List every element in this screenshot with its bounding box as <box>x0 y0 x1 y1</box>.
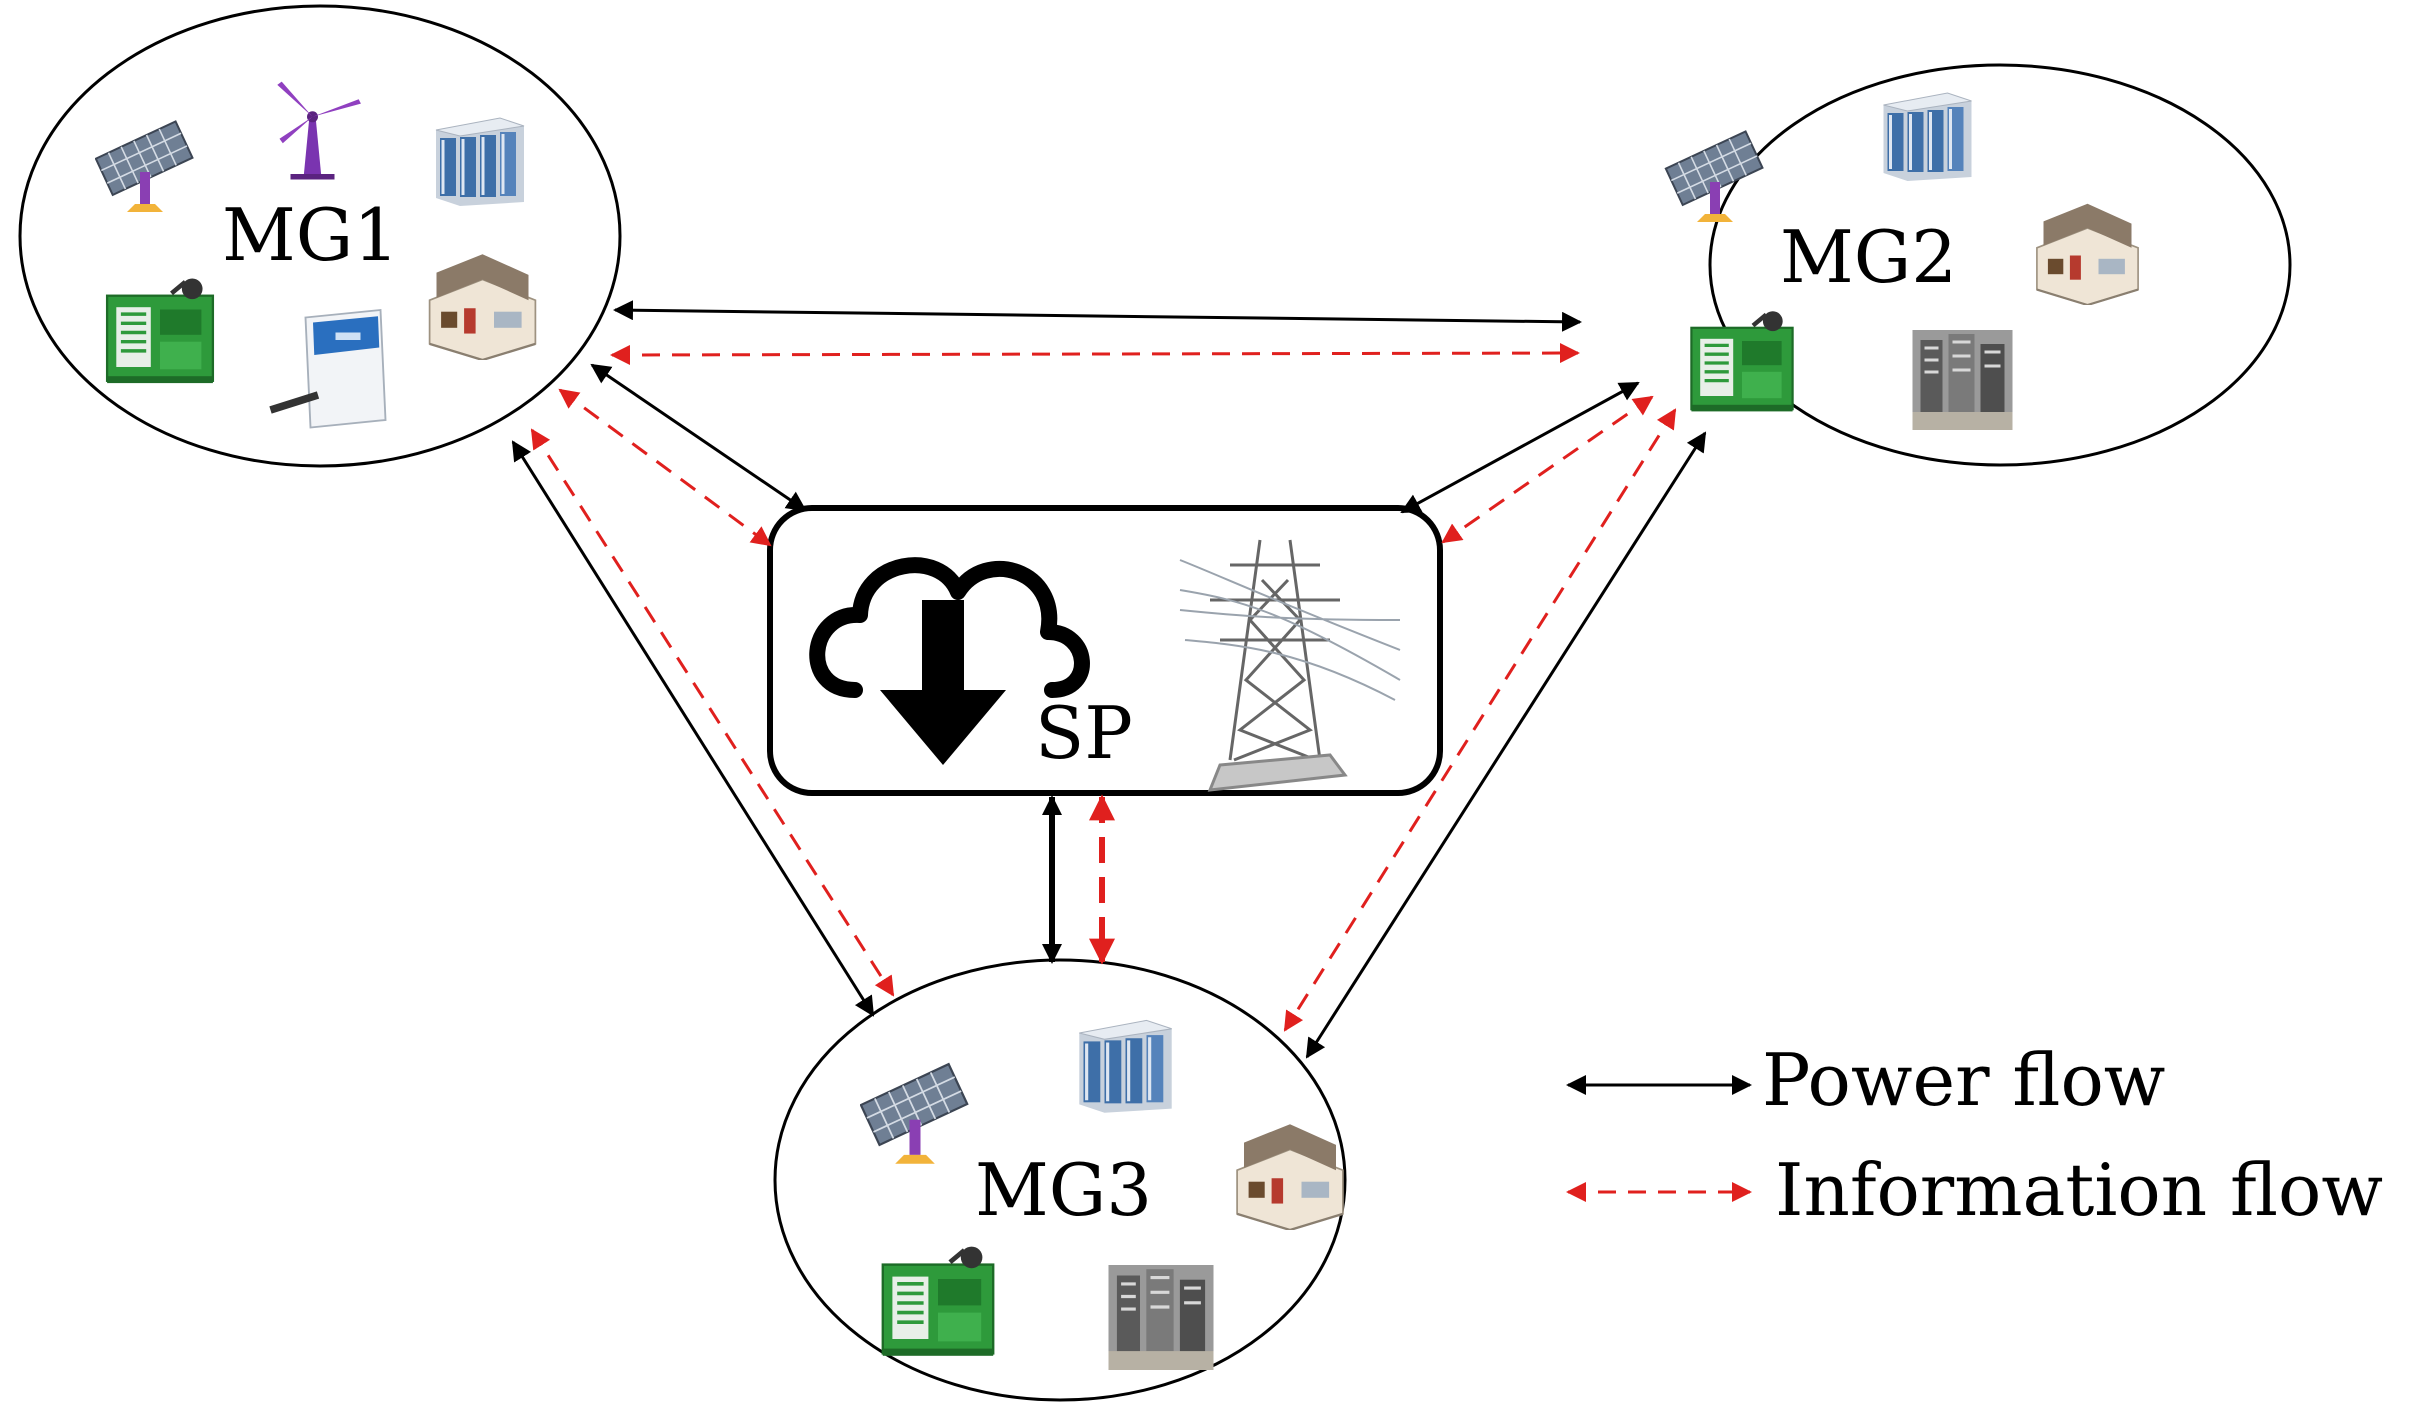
mg1-boundary <box>18 4 622 468</box>
info-arrow-mg2-sp <box>1441 395 1654 544</box>
solar-panel-icon <box>860 1062 969 1165</box>
mg1-label: MG1 <box>222 193 399 277</box>
mg2-boundary <box>1708 63 2292 467</box>
diesel-generator-icon <box>883 1247 993 1356</box>
house-load-icon <box>2035 202 2140 305</box>
information-flow-arrows <box>530 343 1677 1032</box>
legend: Power flow Information flow <box>1566 1038 2383 1232</box>
legend-information-label: Information flow <box>1775 1148 2383 1232</box>
power-arrow-mg1-sp <box>590 363 807 512</box>
info-arrow-mg1-mg3 <box>530 428 895 997</box>
diesel-generator-icon <box>107 278 213 383</box>
cloud-download-icon <box>809 557 1090 765</box>
diesel-generator-icon <box>1691 311 1792 411</box>
battery-storage-icon <box>434 116 526 208</box>
power-arrow-mg2-sp <box>1400 381 1640 514</box>
solar-panel-icon <box>95 120 194 213</box>
sp-label: SP <box>1035 691 1133 775</box>
mg3-label: MG3 <box>975 1148 1152 1232</box>
battery-storage-icon <box>1077 1018 1174 1115</box>
solar-panel-icon <box>1664 130 1764 224</box>
substation-icon <box>1106 1265 1216 1370</box>
mg2-label: MG2 <box>1780 215 1957 299</box>
power-arrow-mg1-mg2 <box>613 300 1582 332</box>
house-load-icon <box>428 252 537 360</box>
substation-icon <box>1910 330 2015 430</box>
wind-turbine-icon <box>277 81 361 180</box>
info-arrow-mg1-mg2 <box>610 343 1580 365</box>
battery-storage-icon <box>1881 91 1974 183</box>
legend-power-label: Power flow <box>1762 1038 2165 1122</box>
info-arrow-mg2-mg3 <box>1283 408 1677 1032</box>
transmission-tower-icon <box>1179 539 1401 792</box>
fuel-cell-icon <box>271 310 386 428</box>
house-load-icon <box>1235 1122 1345 1230</box>
